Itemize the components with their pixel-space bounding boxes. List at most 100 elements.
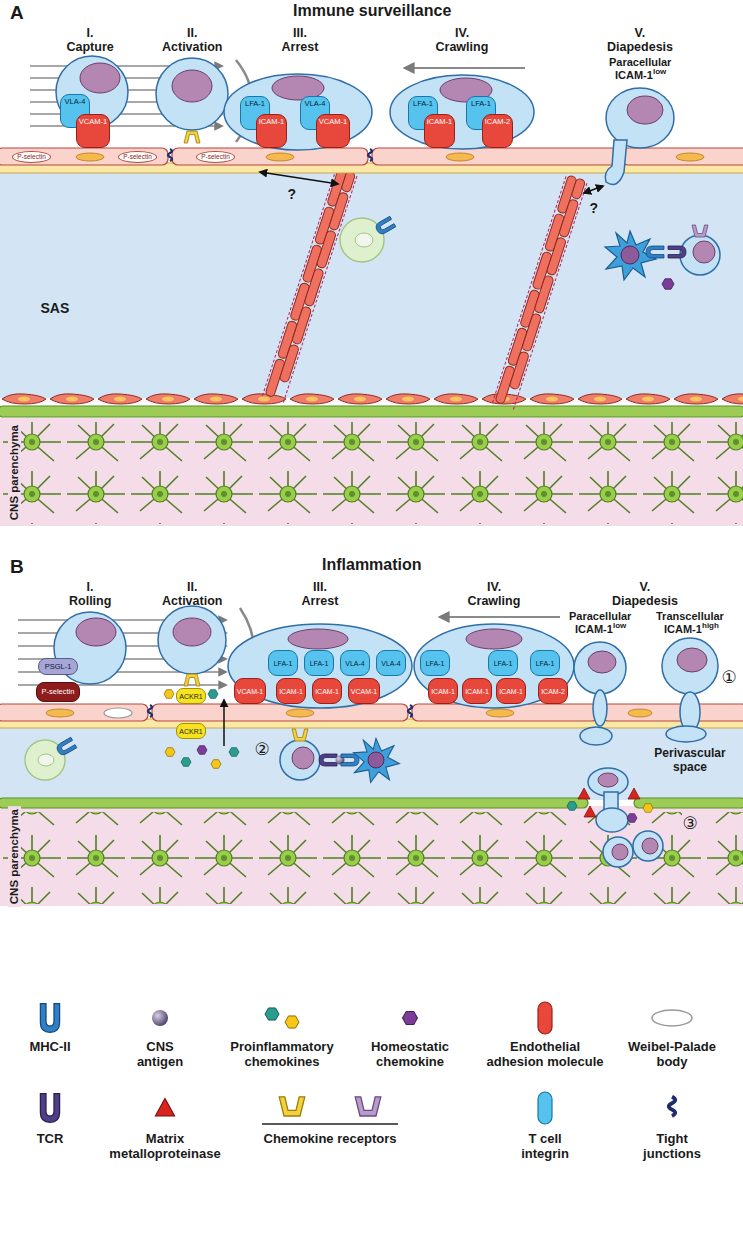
- legend-label: Weibel-Palade body: [622, 1040, 722, 1070]
- adhesion-molecule: ICAM-1: [428, 678, 458, 704]
- t-cells-b: [54, 606, 718, 867]
- step-name: Diapedesis: [607, 40, 673, 54]
- region-label: Perivascular space: [648, 747, 732, 775]
- molecule-name: ICAM-2: [541, 688, 565, 695]
- integrin: LFA-1: [268, 650, 298, 676]
- panel-title: Immune surveillance: [293, 2, 451, 20]
- step-name: Capture: [67, 40, 114, 54]
- region-label: CNS parenchyma: [8, 805, 21, 906]
- adhesion-molecule: ICAM-1: [276, 678, 306, 704]
- panel-b-tissue: [0, 704, 743, 906]
- molecule-name: ICAM-1: [431, 688, 455, 695]
- molecule-name: ICAM-1: [427, 118, 452, 126]
- weibel-palade-body: P-selectin: [196, 151, 235, 163]
- legend-label: CNS antigen: [130, 1040, 190, 1070]
- molecule-level: ICAM-1: [575, 623, 613, 636]
- route-label: Transcellular: [656, 610, 724, 623]
- molecule-name: ICAM-1: [259, 118, 284, 126]
- step-name: Arrest: [302, 594, 339, 608]
- psgl-1: PSGL-1: [38, 658, 78, 675]
- molecule-name: VLA-4: [345, 660, 364, 667]
- legend-label: Homeostatic chemokine: [363, 1040, 458, 1070]
- callout-number: ①: [721, 668, 738, 688]
- molecule-name: LFA-1: [426, 660, 445, 667]
- molecule-name: PSGL-1: [45, 663, 72, 671]
- step-name: Arrest: [282, 40, 319, 54]
- question-mark: ?: [588, 200, 601, 216]
- adhesion-molecule: ICAM-1: [496, 678, 526, 704]
- t-cell-nuclei-a: [80, 63, 715, 263]
- adhesion-molecule: VCAM-1: [234, 678, 266, 704]
- molecule-level: ICAM-1: [664, 623, 702, 636]
- glia-limitans-breach: [567, 788, 653, 822]
- step-name: Crawling: [468, 594, 521, 608]
- step-name: Activation: [162, 594, 222, 608]
- legend-label: Proinflammatory chemokines: [222, 1040, 342, 1070]
- adhesion-molecule: VCAM-1: [316, 114, 350, 148]
- legend-label: MHC-II: [10, 1040, 90, 1055]
- crawl-arrow: [440, 616, 560, 618]
- molecule-name: ACKR1: [179, 693, 202, 700]
- molecule-name: P-selectin: [201, 154, 230, 161]
- integrin: LFA-1: [420, 650, 450, 676]
- molecule-name: LFA-1: [494, 660, 513, 667]
- adhesion-molecule: ICAM-1: [424, 114, 455, 148]
- ackr1: ACKR1: [176, 723, 206, 739]
- perivascular-cells: [25, 729, 399, 783]
- molecule-name: ICAM-1: [465, 688, 489, 695]
- step-number: II.: [187, 26, 197, 40]
- adhesion-molecule: ICAM-2: [538, 678, 568, 704]
- question-mark: ?: [286, 186, 299, 202]
- molecule-name: ICAM-1: [499, 688, 523, 695]
- legend-label: T cell integrin: [515, 1132, 575, 1162]
- region-label: CNS parenchyma: [8, 421, 21, 522]
- adhesion-molecule: ICAM-1: [312, 678, 342, 704]
- activation-molecules: [164, 674, 239, 768]
- step-name: Activation: [162, 40, 222, 54]
- expression-level: low: [613, 621, 626, 630]
- molecule-name: P-selectin: [123, 154, 152, 161]
- molecule-name: ICAM-1: [315, 688, 339, 695]
- step-name: Diapedesis: [612, 594, 678, 608]
- sas-cells: [340, 216, 708, 289]
- chemokine-receptor: [184, 131, 200, 143]
- molecule-name: LFA-1: [245, 100, 265, 108]
- legend-icons: [40, 1002, 692, 1124]
- expression-level: high: [702, 621, 719, 630]
- expression-level: low: [653, 67, 666, 76]
- molecule-name: VCAM-1: [237, 688, 263, 695]
- molecule-name: ICAM-2: [485, 118, 510, 126]
- question-arrows: [260, 172, 603, 193]
- molecule-name: VCAM-1: [319, 118, 347, 126]
- panel-a-tissue: [0, 148, 743, 526]
- legend-label: Chemokine receptors: [230, 1132, 430, 1147]
- region-label: SAS: [41, 300, 70, 316]
- legend-label: Tight junctions: [637, 1132, 707, 1162]
- adhesion-molecule: ICAM-1: [462, 678, 492, 704]
- molecule-name: LFA-1: [274, 660, 293, 667]
- step-name: Rolling: [69, 594, 111, 608]
- molecule-name: P-selectin: [42, 688, 75, 696]
- molecule-name: LFA-1: [413, 100, 433, 108]
- legend-label: TCR: [20, 1132, 80, 1147]
- molecule-name: LFA-1: [471, 100, 491, 108]
- molecule-name: VCAM-1: [351, 688, 377, 695]
- callout-number: ③: [682, 814, 699, 834]
- p-selectin: P-selectin: [36, 682, 80, 702]
- integrin: LFA-1: [304, 650, 334, 676]
- molecule-name: VLA-4: [65, 98, 86, 106]
- molecule-name: P-selectin: [17, 154, 46, 161]
- step-name: Crawling: [436, 40, 489, 54]
- integrin: LFA-1: [488, 650, 518, 676]
- adhesion-molecule: ICAM-2: [482, 114, 513, 148]
- panel-title: Inflammation: [322, 556, 422, 574]
- molecule-name: LFA-1: [536, 660, 555, 667]
- molecule-name: ICAM-1: [279, 688, 303, 695]
- integrin: VLA-4: [340, 650, 370, 676]
- legend-label: Endothelial adhesion molecule: [484, 1040, 606, 1070]
- step-number: III.: [293, 26, 307, 40]
- molecule-level: ICAM-1: [615, 69, 653, 82]
- step-number: III.: [313, 580, 327, 594]
- step-number: I.: [87, 26, 94, 40]
